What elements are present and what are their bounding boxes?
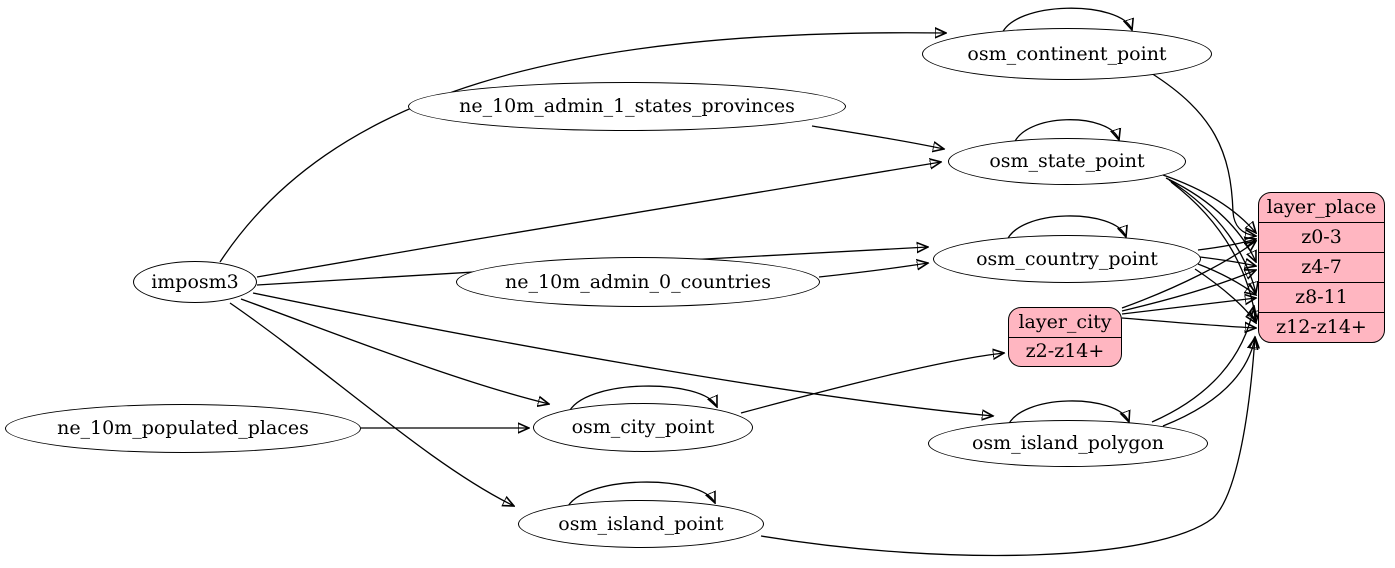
edge-imposm3-to-osm-continent-point	[219, 33, 946, 263]
node-label: imposm3	[151, 270, 239, 293]
edge-osm-city-point-to-layer-city-z2-z14	[740, 353, 1004, 414]
node-label: osm_city_point	[571, 416, 715, 438]
node-osm-city-point: osm_city_point	[533, 403, 753, 452]
edge-osm-island-polygon-to-layer-place-z12-z14	[1162, 338, 1255, 427]
edge-imposm3-to-osm-island-point	[229, 302, 514, 506]
self-loop-osm-state-point	[1012, 119, 1119, 147]
self-loop-osm-country-point	[1005, 215, 1126, 244]
node-layer-city: layer_city z2-z14+	[1008, 307, 1122, 367]
node-ne-10m-admin-0-countries: ne_10m_admin_0_countries	[456, 257, 820, 307]
node-label: ne_10m_populated_places	[57, 417, 309, 439]
edge-layer-city-to-layer-place-z12-z14	[1121, 317, 1256, 328]
node-label: osm_island_polygon	[971, 432, 1165, 454]
node-layer-place: layer_place z0-3 z4-7 z8-11 z12-z14+	[1258, 192, 1385, 343]
edge-osm-state-point-to-layer-place-z0-3	[1162, 174, 1256, 233]
node-osm-island-point: osm_island_point	[518, 500, 764, 548]
edge-osm-continent-point-to-layer-place-z0-3	[1150, 72, 1256, 236]
edge-layer-city-to-layer-place-z0-3	[1121, 241, 1256, 309]
node-label: osm_country_point	[976, 247, 1158, 270]
node-ne-10m-populated-places: ne_10m_populated_places	[5, 404, 361, 453]
record-row-z0-3: z0-3	[1259, 222, 1384, 252]
node-osm-country-point: osm_country_point	[933, 235, 1201, 283]
self-loop-osm-island-polygon	[1006, 400, 1129, 429]
record-title: layer_city	[1018, 310, 1112, 333]
edge-layer-city-to-layer-place-z8-11	[1121, 298, 1256, 315]
edge-imposm3-to-osm-island-polygon	[252, 292, 993, 416]
node-label: ne_10m_admin_1_states_provinces	[459, 95, 795, 117]
edge-osm-island-point-to-layer-place-z12-z14	[760, 337, 1255, 557]
node-imposm3: imposm3	[133, 261, 257, 303]
self-loop-osm-continent-point	[1000, 7, 1132, 37]
edge-osm-country-point-to-layer-place-z12-z14	[1194, 268, 1256, 323]
self-loop-osm-city-point	[567, 385, 717, 415]
record-row-z2-z14: z2-z14+	[1009, 336, 1121, 367]
record-title: layer_place	[1266, 196, 1377, 218]
node-label: osm_state_point	[989, 150, 1145, 172]
edge-osm-island-polygon-to-layer-place-z8-11	[1151, 306, 1254, 423]
node-label: osm_island_point	[558, 512, 724, 535]
edge-imposm3-to-osm-city-point	[240, 298, 549, 404]
edge-ne-states-provinces-to-osm-state-point	[811, 125, 944, 149]
edge-osm-country-point-to-layer-place-z4-7	[1199, 256, 1256, 266]
record-row-z12-z14: z12-z14+	[1259, 312, 1384, 342]
node-label: osm_continent_point	[967, 42, 1167, 65]
self-loop-osm-island-point	[565, 481, 715, 511]
record-row-z8-11: z8-11	[1259, 282, 1384, 312]
edge-layer-city-to-layer-place-z4-7	[1121, 270, 1256, 312]
node-ne-10m-admin-1-states-provinces: ne_10m_admin_1_states_provinces	[408, 82, 846, 131]
node-osm-continent-point: osm_continent_point	[922, 28, 1212, 80]
node-osm-state-point: osm_state_point	[948, 138, 1186, 185]
node-label: ne_10m_admin_0_countries	[505, 270, 771, 293]
record-row-z4-7: z4-7	[1259, 252, 1384, 282]
node-osm-island-polygon: osm_island_polygon	[928, 420, 1208, 467]
edge-ne-admin0-countries-to-osm-country-point	[818, 263, 928, 278]
edge-imposm3-to-osm-state-point	[256, 162, 941, 278]
